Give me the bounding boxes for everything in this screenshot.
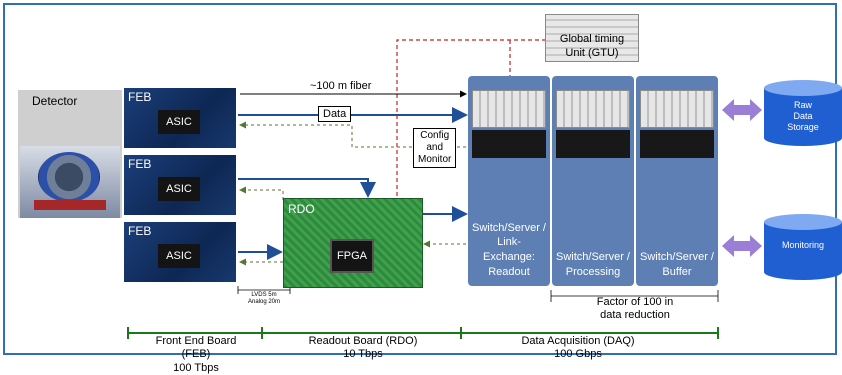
server-readout: Switch/Server / Link- Exchange: Readout [468, 76, 550, 286]
server-buffer-label: Switch/Server / Buffer [640, 251, 714, 279]
double-arrow-icon [722, 235, 762, 257]
data-arrow-feb2 [238, 178, 376, 198]
raw-data-storage-cylinder: Raw Data Storage [764, 80, 842, 146]
lvds-label: LVDS 5m Analog 20m [247, 292, 281, 306]
reduction-label: Factor of 100 in data reduction [596, 296, 674, 322]
gtu-label: Global timing Unit (GTU) [559, 33, 625, 59]
diagram-frame [3, 3, 837, 355]
data-label: Data [318, 106, 352, 122]
feb-board-3: FEB ASIC [124, 222, 236, 282]
feb-board-2: FEB ASIC [124, 155, 236, 215]
config-line-feb2 [239, 186, 284, 200]
server-readout-label: Switch/Server / Link- Exchange: Readout [472, 221, 546, 279]
detector-label: Detector [32, 94, 78, 108]
server-chassis [640, 90, 714, 128]
server-buffer: Switch/Server / Buffer [636, 76, 718, 286]
server-chassis [472, 90, 546, 128]
detector-panel: Detector [18, 90, 122, 218]
asic-chip: ASIC [158, 110, 200, 134]
connection-lines [127, 39, 719, 339]
server-drives [472, 130, 546, 158]
server-drives [640, 130, 714, 158]
feb-label: FEB [128, 224, 152, 238]
config-monitor-label: Config and Monitor [413, 128, 457, 168]
asic-chip: ASIC [158, 177, 200, 201]
server-chassis [556, 90, 630, 128]
server-drives [556, 130, 630, 158]
fiber-label: ~100 m fiber [310, 80, 372, 92]
feb-board-1: FEB ASIC [124, 88, 236, 148]
monitoring-cylinder: Monitoring [764, 214, 842, 280]
rdo-label: RDO [288, 202, 315, 216]
feb-label: FEB [128, 90, 152, 104]
detector-image [20, 146, 120, 218]
config-line-feb1 [239, 121, 466, 148]
asic-chip: ASIC [158, 244, 200, 268]
bottom-daq-label: Data Acquisition (DAQ)100 Gbps [521, 335, 635, 361]
timing-line-readout [396, 39, 545, 196]
rdo-board: RDO FPGA [283, 198, 423, 288]
server-processing-label: Switch/Server / Processing [556, 251, 630, 279]
monitoring-label: Monitoring [781, 240, 825, 250]
bottom-feb-label: Front End Board (FEB)100 Tbps [155, 335, 237, 374]
gtu-box: Global timing Unit (GTU) [545, 14, 639, 62]
server-processing: Switch/Server / Processing [552, 76, 634, 286]
raw-storage-label: Raw Data Storage [787, 100, 819, 132]
double-arrow-icon [722, 99, 762, 121]
bottom-rdo-label: Readout Board (RDO)10 Tbps [308, 335, 418, 361]
fpga-chip: FPGA [330, 239, 374, 273]
feb-label: FEB [128, 157, 152, 171]
